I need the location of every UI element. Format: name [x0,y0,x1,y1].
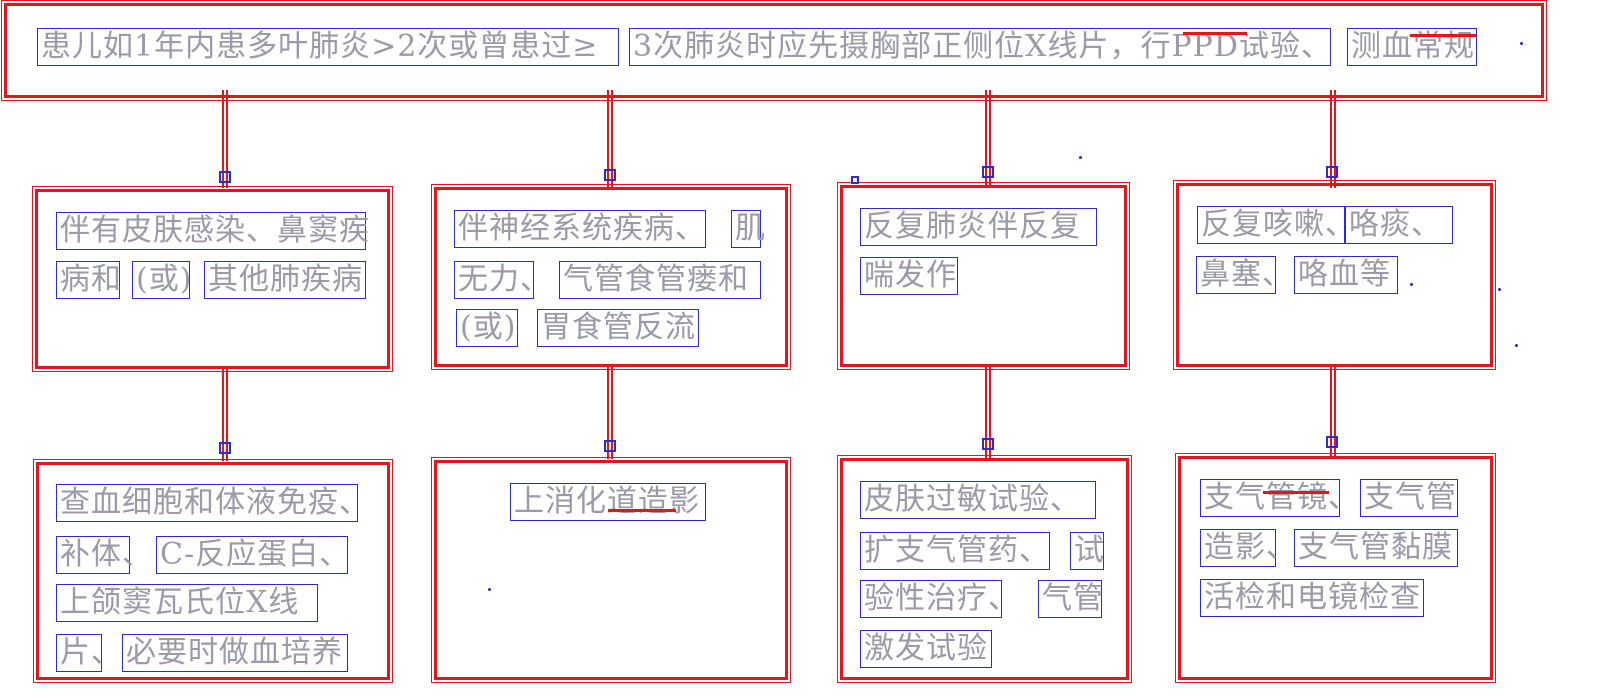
connector [1330,90,1336,188]
action-3-line: 皮肤过敏试验、 [860,481,1096,519]
action-1-line: 片、 [56,634,121,672]
action-4-line: 支气管镜、 [1200,479,1358,517]
connector-port [604,440,616,452]
action-3-line: 激发试验 [860,630,992,668]
condition-4-line: 咯痰、 [1345,206,1453,244]
root-node: 患儿如1年内患多叶肺炎>2次或曾患过≥ 3次肺炎时应先摄胸部正侧位X线片，行PP… [1,0,1547,101]
scan-dot [1515,344,1518,347]
connector-port [982,438,994,450]
scan-dot [1498,288,1501,291]
action-1-line: 上颌窦瓦氏位X线 [56,584,318,622]
action-4-line: 支气管黏膜 [1294,529,1458,567]
connector-port [219,442,231,454]
action-3-line: 验性治疗、 [860,580,1018,618]
connector-port [1326,166,1338,178]
action-node-3: 皮肤过敏试验、 扩支气管药、 试 验性治疗、 气管 激发试验 [837,455,1132,683]
condition-1-line: 伴有皮肤感染、鼻窦疾 [56,212,369,250]
condition-3-line: 喘发作 [860,257,958,295]
condition-2-line: 胃食管反流 [537,309,699,347]
root-text-line-1: 患儿如1年内患多叶肺炎>2次或曾患过≥ [37,28,619,66]
highlight-mark [1183,32,1247,35]
condition-4-line: 鼻塞、 [1196,256,1292,294]
action-1-line: 查血细胞和体液免疫、 [56,484,369,522]
condition-4-line: 咯血等 [1294,256,1398,294]
action-4-line: 活检和电镜检查 [1200,579,1424,617]
condition-4-line: 反复咳嗽、 [1197,206,1355,244]
connector [1330,365,1336,457]
connector [985,365,991,459]
scan-dot [488,588,491,591]
condition-2-line: (或) [456,309,518,347]
connector [607,90,613,188]
scan-mark [851,176,859,184]
connector [607,365,613,459]
condition-1-line: 病和 [56,261,121,299]
condition-1-line: 其他肺疾病 [204,261,366,299]
condition-3-line: 反复肺炎伴反复 [860,208,1097,246]
highlight-mark [608,509,676,512]
connector-port [604,169,616,181]
condition-2-line: 肌 [731,210,765,248]
condition-node-2: 伴神经系统疾病、 肌 无力、 气管食管瘘和 (或) 胃食管反流 [431,184,791,370]
action-1-line: C-反应蛋白、 [156,536,349,574]
connector [985,90,991,188]
action-3-line: 试 [1070,532,1104,570]
action-1-line: 补体、 [56,536,152,574]
condition-node-3: 反复肺炎伴反复 喘发作 [837,182,1130,370]
action-node-1: 查血细胞和体液免疫、 补体、 C-反应蛋白、 上颌窦瓦氏位X线 片、 必要时做血… [33,459,393,683]
action-4-line: 造影、 [1200,529,1296,567]
highlight-mark [1263,491,1329,494]
action-1-line: 必要时做血培养 [122,634,348,672]
scan-dot [1079,156,1082,159]
root-text-line-2: 3次肺炎时应先摄胸部正侧位X线片，行PPD试验、 [629,28,1331,66]
condition-node-4: 反复咳嗽、 咯痰、 鼻塞、 咯血等 [1173,180,1496,370]
action-2-line: 上消化道造影 [510,483,706,521]
condition-2-line: 无力、 [454,261,550,299]
action-node-4: 支气管镜、 支气管 造影、 支气管黏膜 活检和电镜检查 [1175,453,1496,683]
action-node-2: 上消化道造影 [431,457,791,683]
connector [222,90,228,188]
connector-port [1326,436,1338,448]
scan-dot [1520,42,1523,45]
highlight-mark [1410,34,1476,37]
connector [222,367,228,461]
action-3-line: 扩支气管药、 [860,532,1050,570]
action-3-line: 气管 [1038,580,1103,618]
condition-1-line: (或) [132,261,191,299]
scan-dot [1410,283,1413,286]
action-4-line: 支气管 [1360,479,1458,517]
condition-2-line: 伴神经系统疾病、 [454,210,706,248]
connector-port [219,171,231,183]
condition-node-1: 伴有皮肤感染、鼻窦疾 病和 (或) 其他肺疾病 [32,186,393,372]
condition-2-line: 气管食管瘘和 [559,261,761,299]
connector-port [982,166,994,178]
